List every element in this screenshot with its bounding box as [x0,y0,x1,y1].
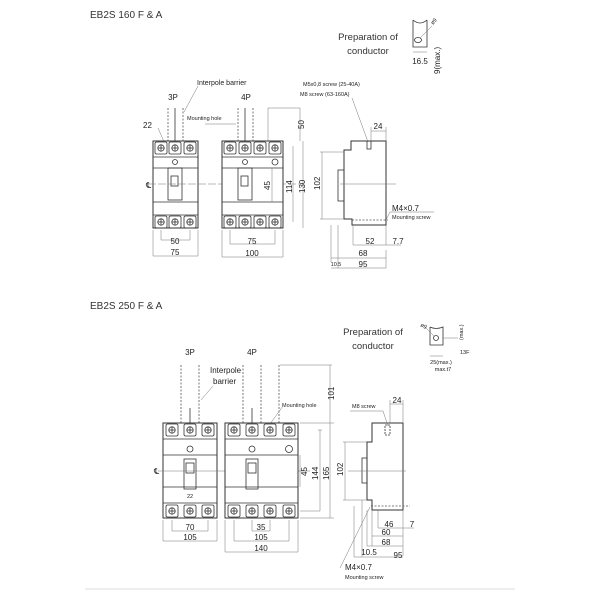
prep-label-line1: Preparation of [338,32,398,43]
side-dim-46: 46 [385,520,394,529]
side-dim-7-7: 7.7 [392,237,404,246]
dim-50-top: 50 [297,120,306,129]
dim-3p-inner: 70 [186,523,195,532]
section-title: EB2S 160 F & A [90,10,163,21]
side-dim-24: 24 [374,122,383,131]
mount-screw-spec: M4×0.7 [345,563,372,572]
dim-4p-inner: 75 [248,237,257,246]
side-view-250 [348,422,410,511]
centerline-mark: ℄ [145,181,152,190]
prep-label-line1: Preparation of [343,327,403,338]
section-eb2s-250: EB2S 250 F & A Preparation of conductor … [90,301,470,581]
dim-114: 114 [285,180,294,193]
label-4p: 4P [241,93,251,102]
dim-3p-outer: 105 [183,533,197,542]
conductor-preparation: Preparation of conductor ø9 16.5 9(max.) [338,18,442,74]
prep-width: 25(max.) [430,360,452,366]
prep-thickness: max.t7 [435,367,452,373]
side-dim-10-5: 10.5 [361,548,377,557]
dim-4p-outer: 140 [254,544,268,553]
breaker-3p-250: 22 [162,422,218,519]
dim-45: 45 [300,467,309,476]
side-dim-95: 95 [394,551,403,560]
dim-22: 22 [187,494,193,500]
label-4p: 4P [247,348,257,357]
side-dim-7: 7 [410,520,415,529]
side-dim-60: 60 [382,528,391,537]
prep-max: (max.) [459,324,465,340]
dim-22: 22 [143,121,152,130]
prep-diameter: ø9 [430,18,439,27]
screw-spec-2: M8 screw (63-160A) [300,92,350,98]
prep-max: 9(max.) [433,47,442,74]
mounting-hole-label: Mounting hole [187,116,222,122]
dim-144: 144 [311,466,320,480]
prep-label-line2: conductor [347,46,389,57]
interpole-barrier-label: Interpole barrier [197,80,247,87]
side-dim-10-5: 10.5 [331,262,342,268]
side-dim-24: 24 [393,396,402,405]
dim-4p-mid: 105 [254,533,268,542]
side-dim-102: 102 [313,176,322,190]
breaker-3p-160 [152,140,199,229]
dim-4p-outer: 100 [245,249,259,258]
dim-3p-inner: 50 [171,237,180,246]
dim-101: 101 [327,386,336,400]
label-3p: 3P [185,348,195,357]
dim-45: 45 [263,181,272,190]
side-dim-68: 68 [382,538,391,547]
section-title: EB2S 250 F & A [90,301,163,312]
centerline-mark: ℄ [153,467,160,476]
dim-165: 165 [322,466,331,480]
screw-spec-1: M5x0,8 screw (25-40A) [303,82,360,88]
mounting-hole-label: Mounting hole [282,403,317,409]
prep-13f: 13F [460,350,470,356]
mount-screw-label: Mounting screw [345,575,384,581]
side-dim-95: 95 [359,260,368,269]
section-eb2s-160: EB2S 160 F & A Preparation of conductor … [90,10,442,269]
prep-label-line2: conductor [352,341,394,352]
prep-width: 16.5 [412,57,428,66]
dim-4p-inner: 35 [257,523,266,532]
interpole-label-line2: barrier [213,377,236,386]
mount-screw-label: Mounting screw [392,215,431,221]
side-view-160 [337,140,396,226]
breaker-4p-250 [224,422,299,519]
label-3p: 3P [168,93,178,102]
interpole-label-line1: Interpole [210,366,242,375]
screw-spec: M8 screw [352,404,376,410]
breaker-4p-160 [221,140,284,229]
conductor-preparation: Preparation of conductor ø9 25(max.) max… [343,323,470,373]
dim-3p-outer: 75 [171,248,180,257]
side-dim-68: 68 [359,249,368,258]
mount-screw-spec: M4×0.7 [392,204,419,213]
prep-diameter: ø9 [419,323,428,331]
side-dim-102: 102 [336,462,345,476]
side-dim-52: 52 [366,237,375,246]
dim-130: 130 [298,179,307,193]
